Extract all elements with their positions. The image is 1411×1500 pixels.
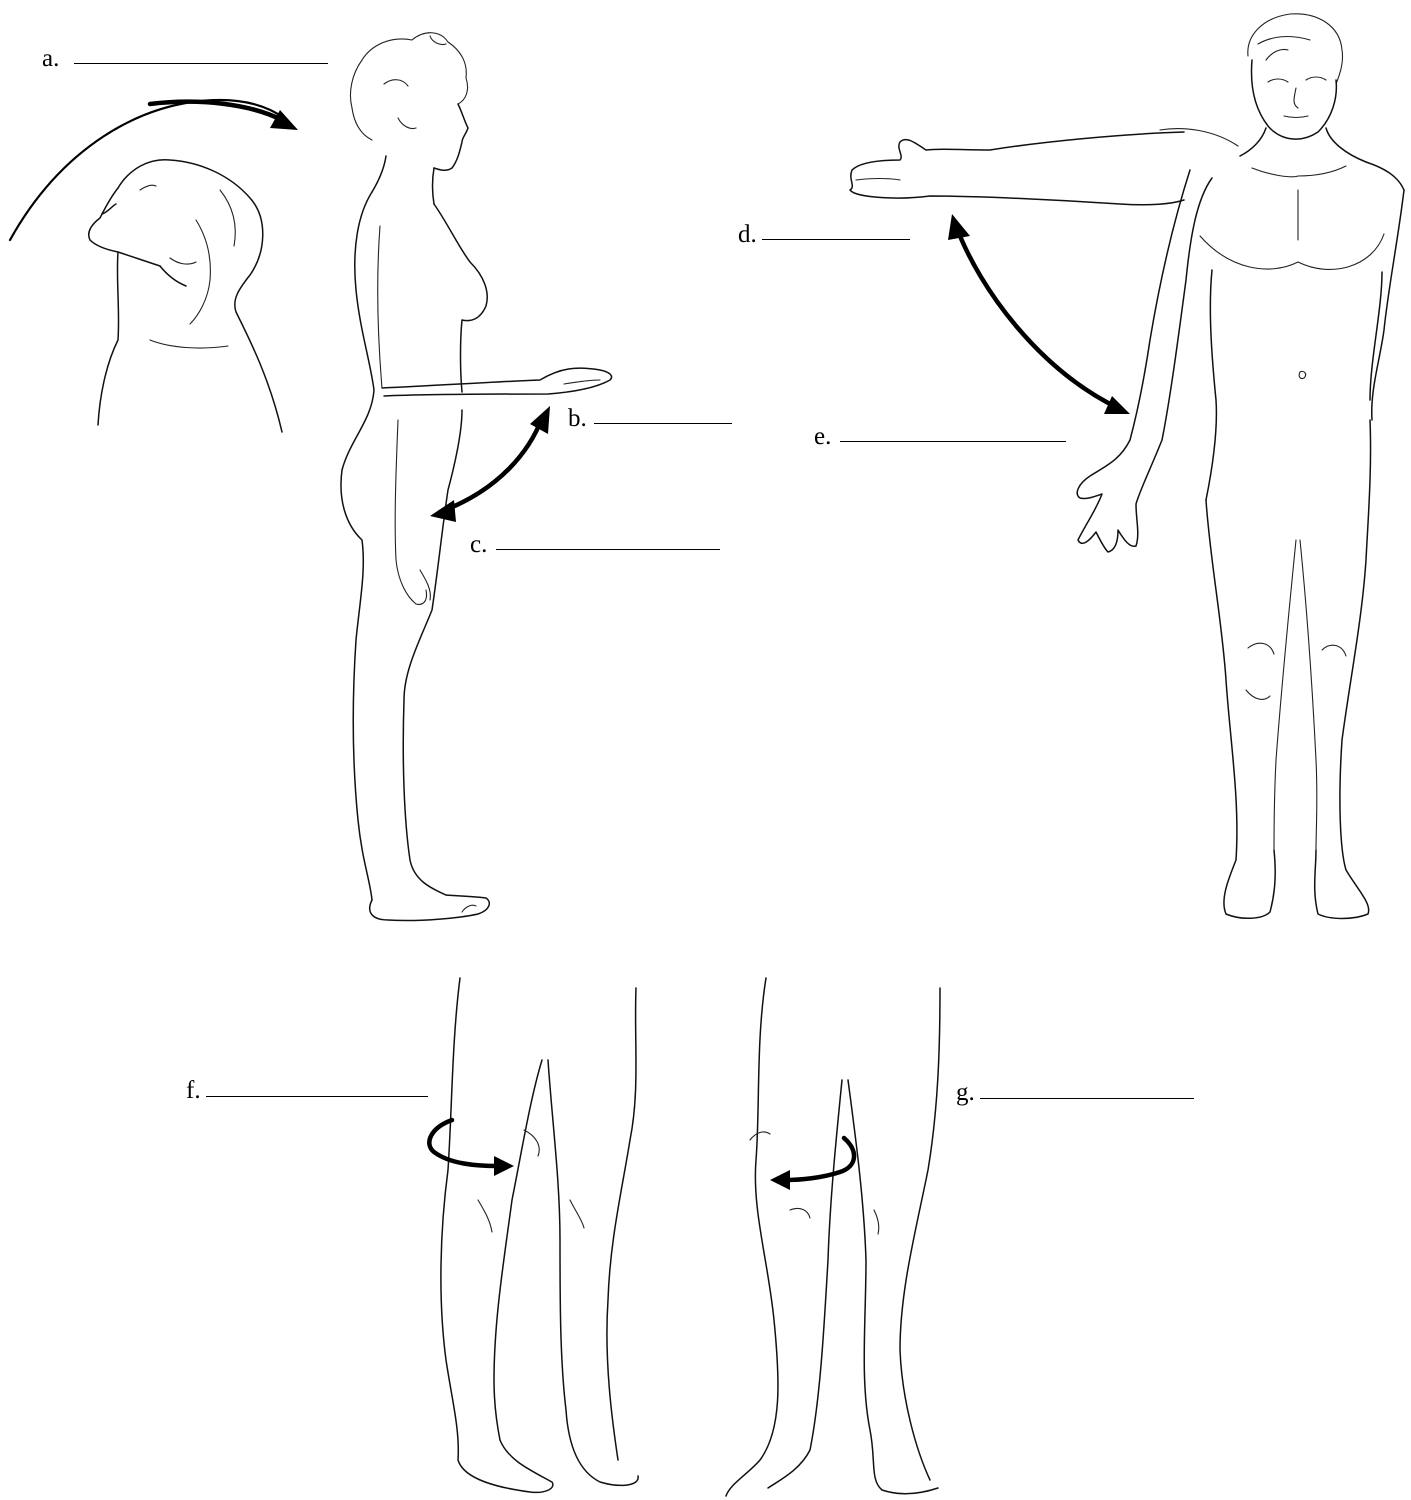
arrow-f-medial-rotation: [429, 1120, 514, 1176]
front-view-figure: [850, 14, 1404, 919]
label-c: c.: [470, 532, 487, 557]
extended-head-figure: [89, 160, 282, 432]
answer-blank-e[interactable]: [840, 441, 1066, 442]
label-d: d.: [738, 222, 757, 247]
legs-rotation-right: [726, 978, 940, 1496]
answer-blank-g[interactable]: [980, 1098, 1194, 1099]
answer-blank-f[interactable]: [206, 1096, 428, 1097]
label-a: a.: [42, 46, 59, 71]
answer-blank-c[interactable]: [496, 549, 720, 550]
arrow-de-abduction: [948, 214, 1130, 414]
answer-blank-b[interactable]: [594, 423, 732, 424]
arrow-bc-shoulder-flexion: [430, 406, 550, 522]
answer-blank-a[interactable]: [74, 63, 328, 64]
legs-rotation-left: [441, 978, 638, 1492]
label-e: e.: [814, 424, 831, 449]
answer-blank-d[interactable]: [762, 239, 910, 240]
side-view-figure: [341, 33, 612, 921]
label-g: g.: [956, 1080, 975, 1105]
label-f: f.: [186, 1078, 201, 1103]
label-b: b.: [568, 406, 587, 431]
arrow-g-lateral-rotation: [770, 1138, 854, 1190]
arrow-a-neck-extension: [10, 100, 298, 240]
